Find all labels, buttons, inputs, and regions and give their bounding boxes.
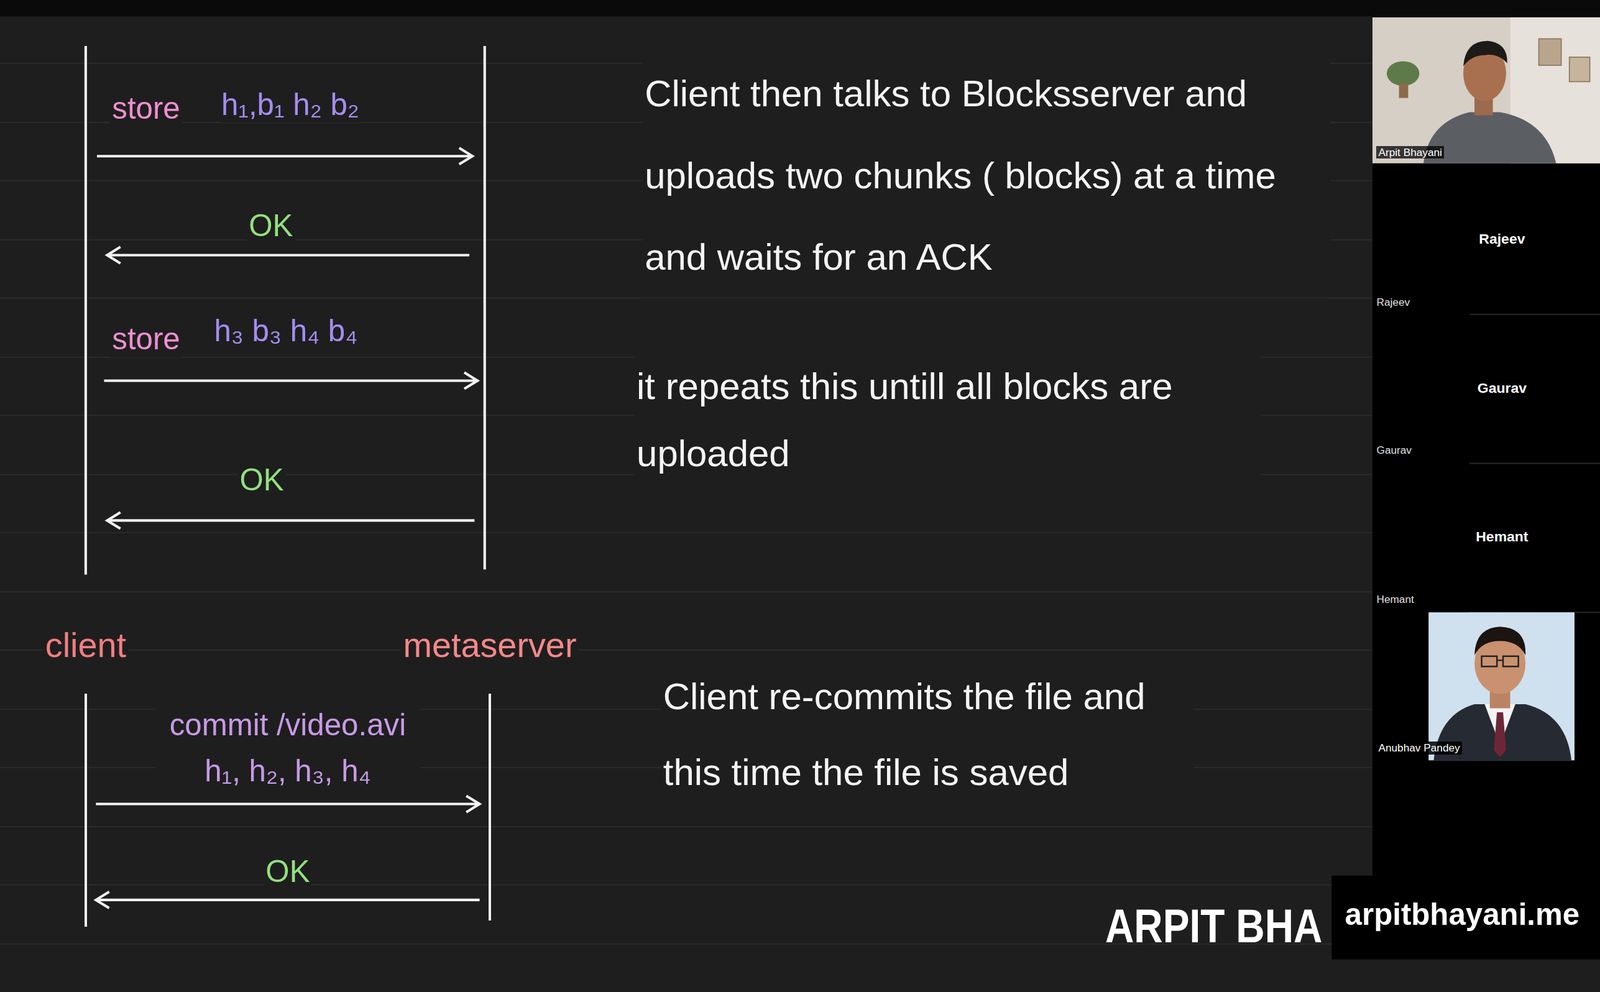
message-arrow xyxy=(106,246,470,263)
label-slot: OK xyxy=(246,206,295,244)
person-hair xyxy=(1474,626,1526,656)
watermark-url: arpitbhayani.me xyxy=(1345,895,1581,933)
participant-label: metaserver xyxy=(400,624,579,667)
participant-name: Gaurav xyxy=(1477,379,1527,398)
message-label: OK xyxy=(237,461,286,498)
message-arrow xyxy=(95,891,480,909)
video-photo xyxy=(1372,17,1600,164)
note-text: Client then talks to Blocksserver and up… xyxy=(642,52,1331,298)
label-slot: it repeats this untill all blocks are up… xyxy=(634,353,1261,488)
label-slot: h₁,b₁ h₂ b₂ xyxy=(219,85,362,123)
label-slot: Client re-commits the file and this time… xyxy=(661,658,1194,810)
tile-separators xyxy=(1469,314,1600,613)
photo-frame xyxy=(1539,38,1562,66)
message-arrow xyxy=(106,512,475,529)
label-slot: OK xyxy=(263,852,312,890)
label-slot: OK xyxy=(237,461,286,498)
lifeline xyxy=(84,45,88,575)
photo-pot xyxy=(1399,83,1409,99)
lifeline-node: client xyxy=(43,624,129,927)
label-slot: Hemant xyxy=(1376,593,1414,607)
photo-frame xyxy=(1569,57,1591,82)
top-bar xyxy=(0,0,1600,17)
label-slot: store xyxy=(110,320,182,357)
participant-name: Gaurav xyxy=(1376,443,1412,457)
label-slot: store xyxy=(110,89,182,127)
photo-plant xyxy=(1386,61,1420,86)
label-slot: Anubhav Pandey xyxy=(1376,741,1462,755)
participant-name: Arpit Bhayani xyxy=(1376,146,1444,160)
label-slot: h₃ b₃ h₄ b₄ xyxy=(211,312,360,349)
message-label: OK xyxy=(263,852,312,890)
label-slot: ARPIT BHA xyxy=(1105,898,1361,955)
label-slot: Hemant xyxy=(1475,528,1528,546)
note-text: it repeats this untill all blocks are up… xyxy=(634,353,1261,488)
label-slot: arpitbhayani.me xyxy=(1345,895,1581,933)
message-label: commit /video.avi h₁, h₂, h₃, h₄ xyxy=(155,701,421,794)
label-slot: Gaurav xyxy=(1376,443,1412,457)
message-arrow xyxy=(96,147,473,165)
participant-panel xyxy=(1372,16,1600,876)
label-slot: Arpit Bhayani xyxy=(1376,146,1444,160)
video-photo xyxy=(1428,612,1575,761)
label-slot: commit /video.avi h₁, h₂, h₃, h₄ xyxy=(155,701,421,794)
arrow-line xyxy=(95,795,480,812)
lifeline xyxy=(488,693,492,920)
message-label: OK xyxy=(246,206,295,244)
label-slot: Gaurav xyxy=(1477,379,1527,398)
message-label: store xyxy=(110,320,182,357)
message-label: store xyxy=(110,89,182,127)
note-text: Client re-commits the file and this time… xyxy=(661,658,1194,810)
label-slot: Client then talks to Blocksserver and up… xyxy=(642,52,1331,298)
participant-name: Hemant xyxy=(1376,593,1414,607)
person-hair xyxy=(1463,41,1508,67)
participant-name: Anubhav Pandey xyxy=(1376,741,1462,755)
message-arrow xyxy=(103,372,478,389)
message-arrow xyxy=(95,795,480,812)
lifeline xyxy=(483,45,487,570)
message-label: h₁,b₁ h₂ b₂ xyxy=(219,85,362,123)
label-slot: Rajeev xyxy=(1478,230,1525,249)
person-glasses xyxy=(1481,656,1519,667)
watermark: ARPIT BHA xyxy=(1105,898,1323,955)
participant-name: Rajeev xyxy=(1376,295,1410,309)
person-tie xyxy=(1493,712,1507,758)
arrow-line xyxy=(95,891,480,909)
participant-name: Rajeev xyxy=(1478,230,1525,249)
participant-name: Hemant xyxy=(1475,528,1528,546)
participant-label: client xyxy=(43,624,129,667)
lifeline xyxy=(84,693,88,927)
url-box xyxy=(1331,875,1600,960)
label-slot: Rajeev xyxy=(1376,295,1410,309)
lifeline-node: metaserver xyxy=(400,624,579,921)
message-label: h₃ b₃ h₄ b₄ xyxy=(211,312,360,349)
